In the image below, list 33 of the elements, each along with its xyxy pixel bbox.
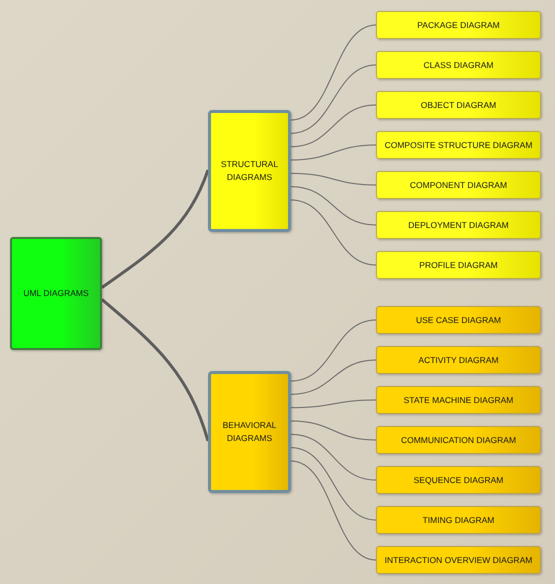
connector bbox=[290, 420, 376, 440]
connector bbox=[290, 186, 376, 226]
diagram-type-box: STATE MACHINE DIAGRAM bbox=[376, 386, 541, 414]
category-box: BEHAVIORAL DIAGRAMS bbox=[208, 371, 291, 493]
diagram-type-box: COMMUNICATION DIAGRAM bbox=[376, 426, 541, 454]
thick-connector bbox=[101, 169, 210, 289]
connector bbox=[290, 460, 376, 560]
diagram-type-box: TIMING DIAGRAM bbox=[376, 506, 541, 534]
connector bbox=[290, 447, 376, 520]
connector bbox=[290, 434, 376, 480]
connector bbox=[290, 172, 376, 186]
connector bbox=[290, 400, 376, 408]
diagram-type-box: OBJECT DIAGRAM bbox=[376, 91, 541, 119]
diagram-type-box: PROFILE DIAGRAM bbox=[376, 251, 541, 279]
diagram-type-box: COMPONENT DIAGRAM bbox=[376, 171, 541, 199]
root-box: UML DIAGRAMS bbox=[10, 237, 102, 350]
connector bbox=[290, 144, 376, 160]
diagram-type-box: DEPLOYMENT DIAGRAM bbox=[376, 211, 541, 239]
diagram-type-box: CLASS DIAGRAM bbox=[376, 51, 541, 79]
thick-connector bbox=[101, 298, 210, 442]
diagram-type-box: SEQUENCE DIAGRAM bbox=[376, 466, 541, 494]
diagram-type-box: INTERACTION OVERVIEW DIAGRAM bbox=[376, 546, 541, 574]
connector bbox=[290, 200, 376, 266]
diagram-type-box: ACTIVITY DIAGRAM bbox=[376, 346, 541, 374]
diagram-type-box: USE CASE DIAGRAM bbox=[376, 306, 541, 334]
connector bbox=[290, 360, 376, 395]
connector bbox=[290, 320, 376, 382]
diagram-type-box: PACKAGE DIAGRAM bbox=[376, 11, 541, 39]
connector bbox=[290, 104, 376, 148]
category-box: STRUCTURAL DIAGRAMS bbox=[208, 110, 291, 232]
connector bbox=[290, 64, 376, 134]
diagram-type-box: COMPOSITE STRUCTURE DIAGRAM bbox=[376, 131, 541, 159]
connector bbox=[290, 24, 376, 120]
